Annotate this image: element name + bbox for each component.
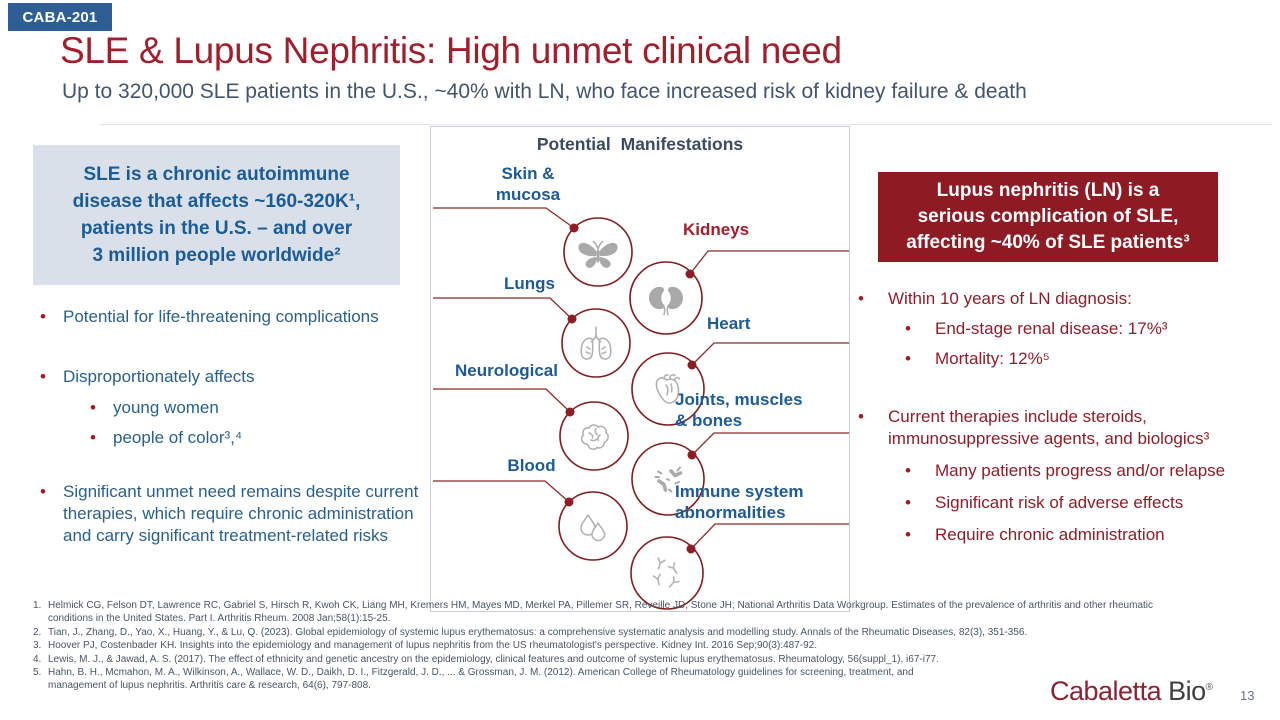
bullet-text: people of color³,⁴ — [113, 428, 243, 447]
bullet-text: Many patients progress and/or relapse — [935, 461, 1226, 480]
heart-icon — [655, 374, 681, 404]
manifestation-label-kidneys: Kidneys — [683, 220, 750, 239]
manifestation-label-heart: Heart — [707, 314, 751, 333]
reference-text: Hoover PJ, Costenbader KH. Insights into… — [48, 640, 818, 652]
lungs-icon — [580, 326, 612, 360]
list-item: • Many patients progress and/or relapse — [852, 460, 1276, 482]
list-item: • Mortality: 12%⁵ — [852, 348, 1276, 370]
reference-number: 5. — [33, 667, 42, 679]
reference-number: 1. — [33, 600, 42, 611]
reference-item: 2. Tian, J., Zhang, D., Yao, X., Huang, … — [33, 626, 1271, 639]
reference-text: Hahn, B. H., Mcmahon, M. A., Wilkinson, … — [48, 667, 914, 692]
list-item: • Significant risk of adverse effects — [852, 492, 1276, 514]
bullet-text: Require chronic administration — [935, 525, 1165, 544]
references: 1. Helmick CG, Felson DT, Lawrence RC, G… — [33, 599, 1271, 693]
cabaletta-bio-logo: Cabaletta Bio® — [1050, 676, 1213, 707]
reference-text: Lewis, M. J., & Jawad, A. S. (2017). The… — [48, 653, 939, 665]
bullet-marker: • — [858, 407, 864, 426]
list-item: • young women — [33, 397, 433, 419]
manifestation-label-immune: Immune system abnormalities — [675, 482, 804, 522]
manifestation-label-blood: Blood — [507, 456, 556, 475]
page-title: SLE & Lupus Nephritis: High unmet clinic… — [60, 30, 842, 71]
reference-number: 4. — [33, 653, 42, 665]
bullet-text: Mortality: 12%⁵ — [935, 349, 1050, 368]
panel-title: Potential Manifestations — [536, 134, 744, 154]
reference-text: Tian, J., Zhang, D., Yao, X., Huang, Y.,… — [48, 626, 1028, 638]
page-number: 13 — [1240, 688, 1255, 703]
bullet-marker: • — [40, 482, 46, 501]
reference-item: 5. Hahn, B. H., Mcmahon, M. A., Wilkinso… — [33, 666, 1271, 693]
bullet-marker: • — [40, 367, 46, 386]
reference-number: 3. — [33, 640, 42, 652]
bullet-text: Significant risk of adverse effects — [935, 493, 1184, 512]
bullet-marker: • — [90, 398, 96, 417]
lupus-nephritis-box: Lupus nephritis (LN) is a serious compli… — [878, 172, 1218, 262]
reference-item: 1. Helmick CG, Felson DT, Lawrence RC, G… — [33, 599, 1271, 626]
bullet-marker: • — [905, 319, 911, 338]
reference-number: 2. — [33, 626, 42, 638]
manifestation-label-neurological: Neurological — [455, 361, 558, 380]
logo-brand-text: Cabaletta — [1050, 676, 1162, 706]
bullet-text: Within 10 years of LN diagnosis: — [888, 289, 1132, 308]
bullet-text: Disproportionately affects — [63, 367, 255, 386]
sle-summary-box: SLE is a chronic autoimmune disease that… — [33, 145, 400, 285]
bullet-text: End-stage renal disease: 17%³ — [935, 319, 1168, 338]
reference-item: 4. Lewis, M. J., & Jawad, A. S. (2017). … — [33, 653, 1271, 666]
list-item: • End-stage renal disease: 17%³ — [852, 318, 1276, 340]
list-item: • Require chronic administration — [852, 524, 1276, 546]
bullet-text: Potential for life-threatening complicat… — [63, 307, 379, 326]
bullet-marker: • — [905, 349, 911, 368]
page-subtitle: Up to 320,000 SLE patients in the U.S., … — [62, 80, 1027, 103]
list-item: • Significant unmet need remains despite… — [33, 481, 433, 547]
antibodies-icon — [652, 557, 680, 588]
bullet-marker: • — [905, 461, 911, 480]
left-bullet-list: • Potential for life-threatening complic… — [33, 306, 433, 547]
joints-icon — [654, 466, 683, 493]
list-item: • Potential for life-threatening complic… — [33, 306, 433, 328]
right-bullet-list: • Within 10 years of LN diagnosis: • End… — [852, 288, 1276, 546]
reference-text: Helmick CG, Felson DT, Lawrence RC, Gabr… — [48, 600, 1154, 625]
list-item: • Current therapies include steroids, im… — [852, 406, 1276, 450]
bullet-marker: • — [858, 289, 864, 308]
list-item: • Disproportionately affects — [33, 366, 433, 388]
blood-drops-icon — [580, 514, 606, 542]
manifestation-label-skin: Skin & mucosa — [495, 164, 561, 204]
butterfly-icon — [578, 240, 618, 268]
list-item: • people of color³,⁴ — [33, 427, 433, 449]
list-item: • Within 10 years of LN diagnosis: — [852, 288, 1276, 310]
manifestation-label-lungs: Lungs — [504, 274, 555, 293]
bullet-text: Significant unmet need remains despite c… — [63, 482, 419, 545]
brain-icon — [580, 424, 609, 450]
manifestations-diagram — [433, 207, 849, 610]
bullet-marker: • — [905, 525, 911, 544]
logo-suffix-text: Bio — [1161, 676, 1206, 706]
bullet-text: Current therapies include steroids, immu… — [888, 407, 1210, 448]
bullet-marker: • — [90, 428, 96, 447]
bullet-marker: • — [40, 307, 46, 326]
potential-manifestations-panel: Potential Manifestations Skin & mucosa K… — [430, 126, 850, 612]
bullet-marker: • — [905, 493, 911, 512]
reference-item: 3. Hoover PJ, Costenbader KH. Insights i… — [33, 639, 1271, 652]
kidneys-icon — [649, 286, 683, 316]
header-divider — [100, 124, 1272, 125]
manifestation-label-joints: Joints, muscles & bones — [675, 390, 803, 430]
program-badge: CABA-201 — [8, 3, 112, 31]
bullet-text: young women — [113, 398, 219, 417]
registered-mark: ® — [1205, 682, 1213, 693]
